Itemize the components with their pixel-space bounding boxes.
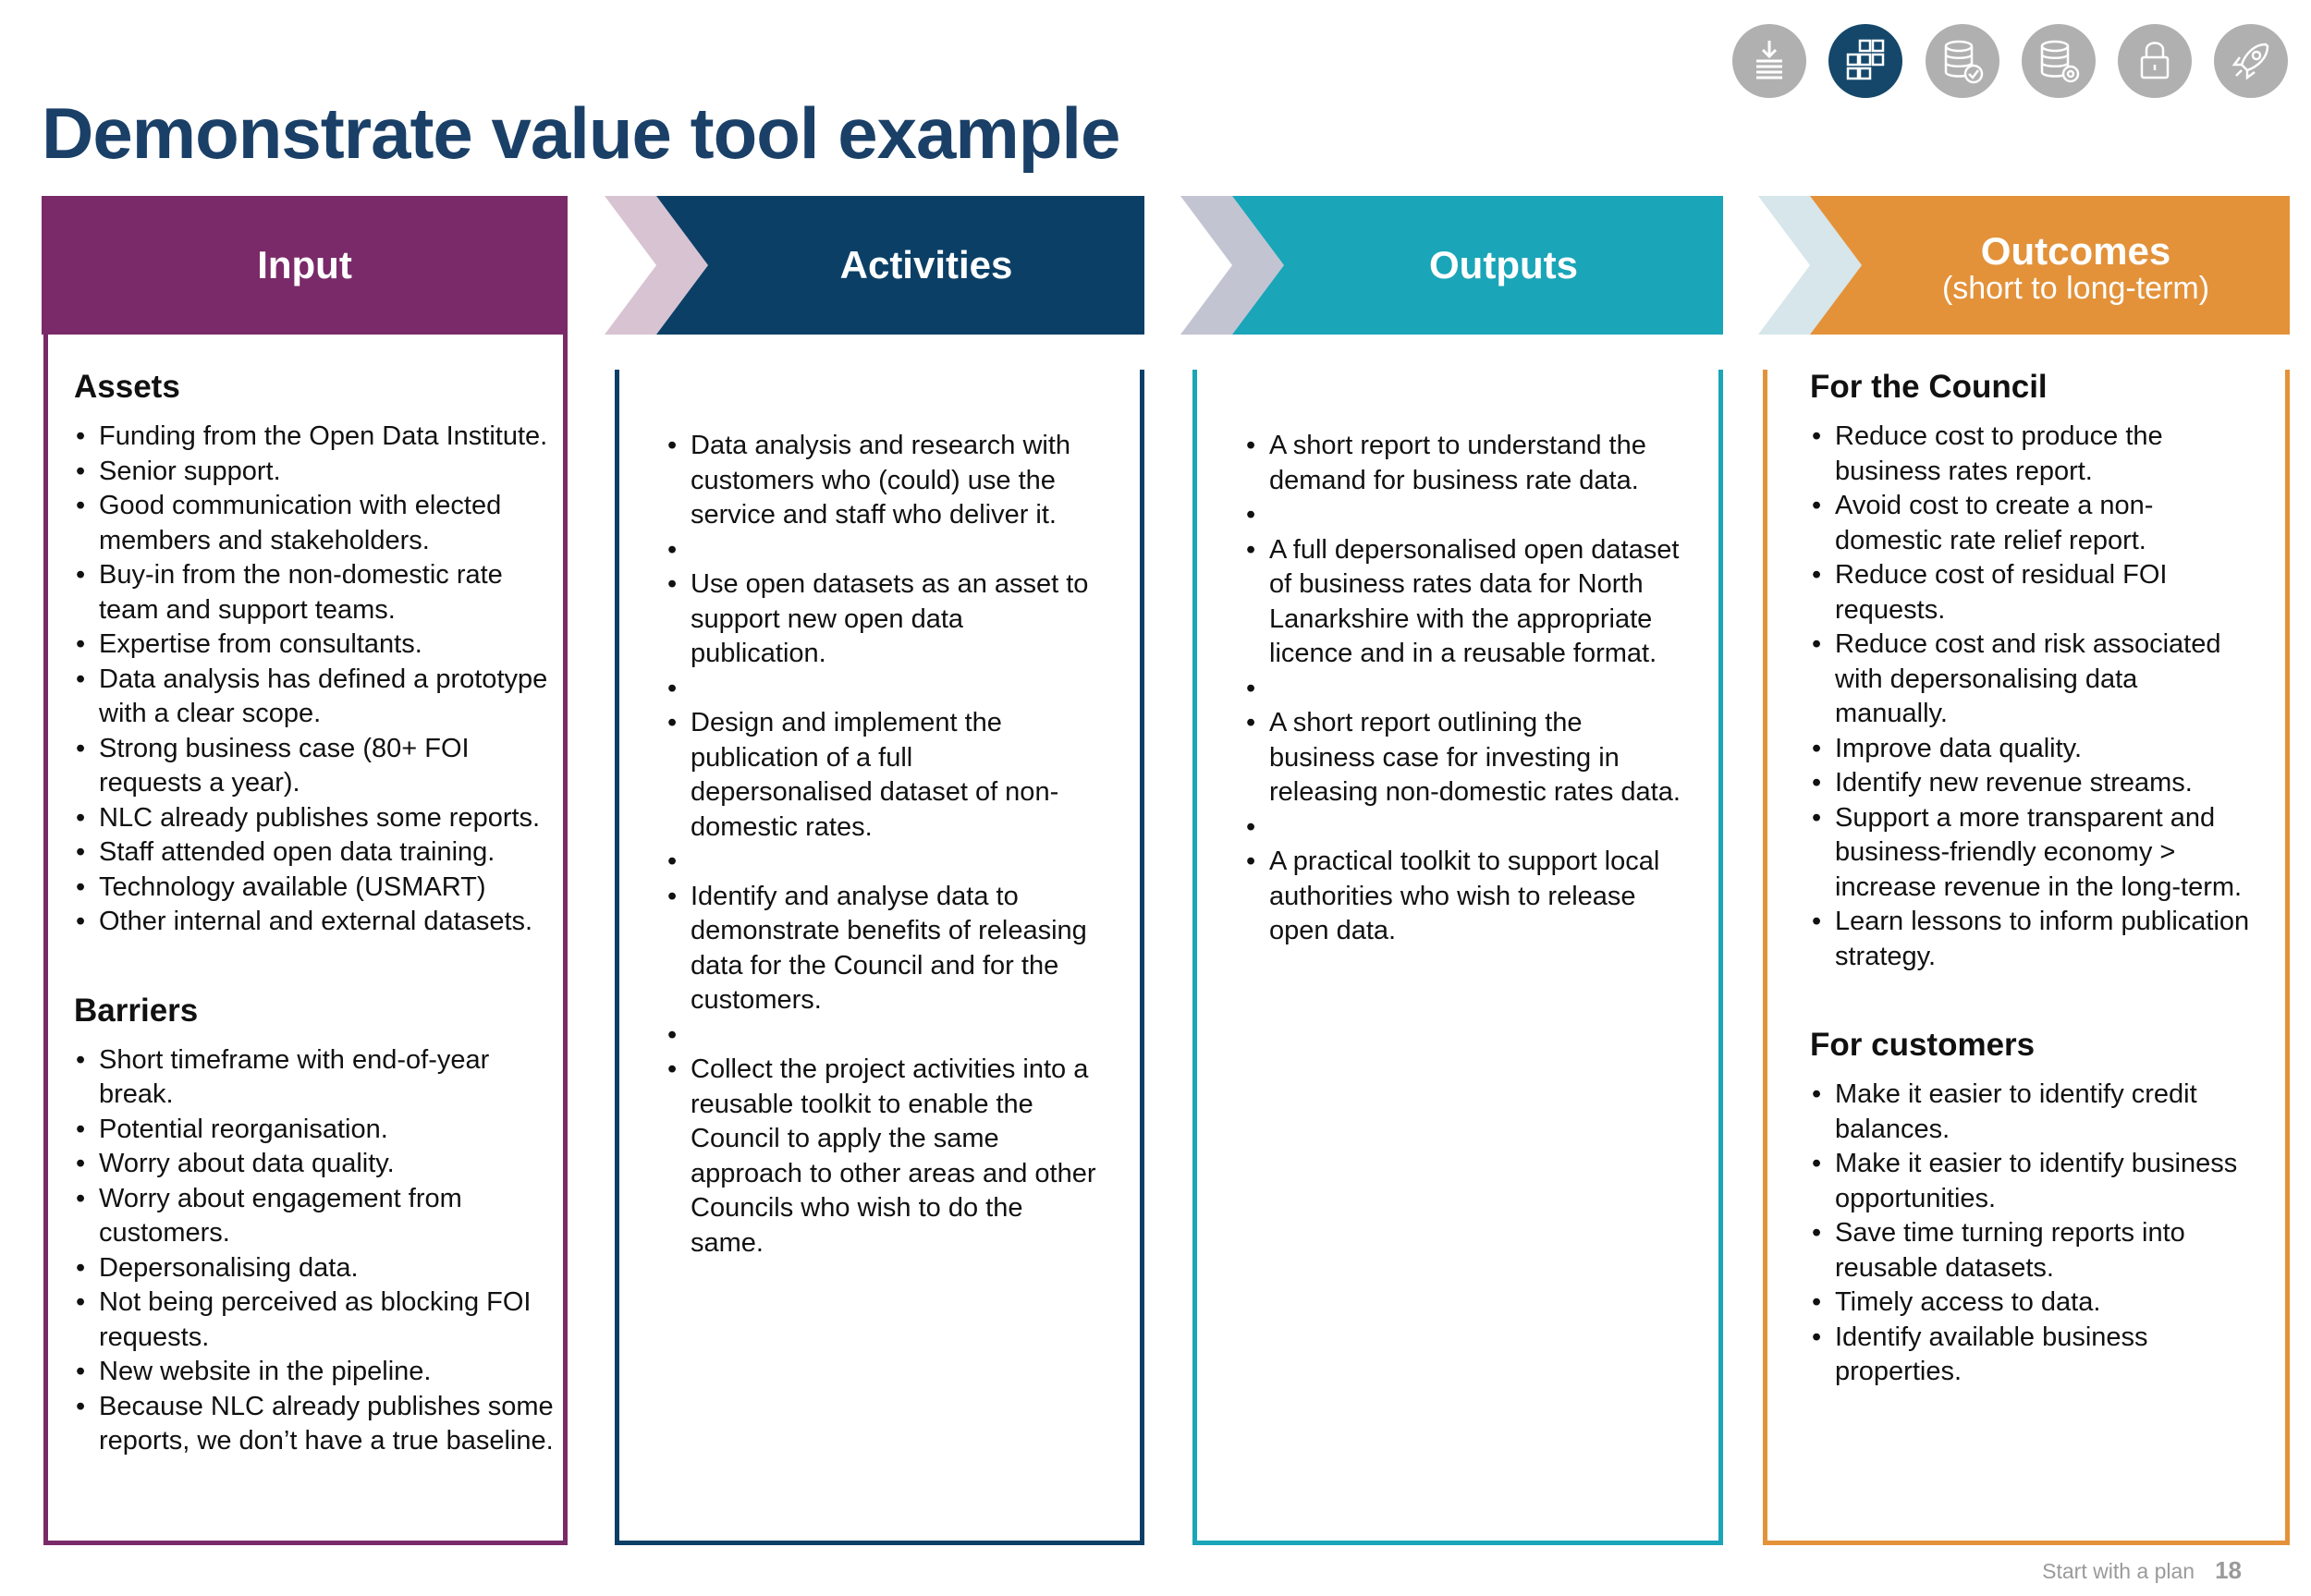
activities-band-shape bbox=[656, 196, 1144, 335]
activities-content: Data analysis and research with customer… bbox=[666, 429, 1100, 1261]
page-title: Demonstrate value tool example bbox=[42, 92, 1120, 174]
list-item: A full depersonalised open dataset of bu… bbox=[1244, 533, 1688, 672]
for-customers-heading: For customers bbox=[1810, 1027, 2036, 1063]
list-item: Strong business case (80+ FOI requests a… bbox=[74, 732, 564, 801]
list-item: Collect the project activities into a re… bbox=[666, 1053, 1100, 1261]
input-content: Assets Funding from the Open Data Instit… bbox=[74, 368, 564, 1459]
outputs-header: Outputs bbox=[1284, 196, 1723, 335]
list-item: Identify and analyse data to demonstrate… bbox=[666, 880, 1100, 1018]
rocket-icon[interactable] bbox=[2214, 24, 2288, 98]
grid-blocks-icon[interactable] bbox=[1828, 24, 1902, 98]
list-item: Avoid cost to create a non-domestic rate… bbox=[1810, 489, 2254, 558]
list-item: Good communication with elected members … bbox=[74, 489, 564, 558]
input-heading: Input bbox=[257, 242, 352, 286]
database-gear-icon[interactable] bbox=[2022, 24, 2096, 98]
list-item: Staff attended open data training. bbox=[74, 835, 564, 871]
list-item: A short report outlining the business ca… bbox=[1244, 706, 1688, 810]
list-item: Data analysis and research with customer… bbox=[666, 429, 1100, 533]
list-item: Worry about data quality. bbox=[74, 1147, 564, 1182]
list-item: Make it easier to identify business oppo… bbox=[1810, 1147, 2254, 1216]
barriers-heading: Barriers bbox=[74, 992, 199, 1029]
activities-header: Activities bbox=[708, 196, 1144, 335]
council-list: Reduce cost to produce the business rate… bbox=[1810, 420, 2254, 974]
list-item: Identify available business properties. bbox=[1810, 1321, 2254, 1390]
list-item: A practical toolkit to support local aut… bbox=[1244, 845, 1688, 949]
footer-label: Start with a plan bbox=[2042, 1559, 2195, 1583]
outputs-content: A short report to understand the demand … bbox=[1244, 429, 1688, 949]
input-band-shape bbox=[42, 196, 568, 335]
list-item: Support a more transparent and business-… bbox=[1810, 801, 2254, 906]
list-item: Improve data quality. bbox=[1810, 732, 2254, 767]
activities-heading: Activities bbox=[839, 242, 1013, 286]
list-item: Learn lessons to inform publication stra… bbox=[1810, 905, 2254, 974]
list-item: Senior support. bbox=[74, 455, 564, 490]
list-item: Depersonalising data. bbox=[74, 1251, 564, 1286]
list-item: Not being perceived as blocking FOI requ… bbox=[74, 1285, 564, 1355]
list-item: Worry about engagement from customers. bbox=[74, 1182, 564, 1251]
outcomes-content: For the Council Reduce cost to produce t… bbox=[1810, 368, 2254, 1390]
list-item: A short report to understand the demand … bbox=[1244, 429, 1688, 498]
list-item: NLC already publishes some reports. bbox=[74, 801, 564, 836]
assets-list: Funding from the Open Data Institute. Se… bbox=[74, 420, 564, 940]
list-item: Short timeframe with end-of-year break. bbox=[74, 1043, 564, 1113]
customers-list: Make it easier to identify credit balanc… bbox=[1810, 1078, 2254, 1390]
list-item: New website in the pipeline. bbox=[74, 1355, 564, 1390]
list-item: Identify new revenue streams. bbox=[1810, 766, 2254, 801]
list-item: Expertise from consultants. bbox=[74, 627, 564, 663]
list-item: Save time turning reports into reusable … bbox=[1810, 1216, 2254, 1285]
list-item: Funding from the Open Data Institute. bbox=[74, 420, 564, 455]
list-item: Technology available (USMART) bbox=[74, 871, 564, 906]
input-header: Input bbox=[42, 196, 568, 335]
header-arrows bbox=[42, 196, 2290, 335]
outcomes-band-shape bbox=[1810, 196, 2290, 335]
list-item: Buy-in from the non-domestic rate team a… bbox=[74, 558, 564, 627]
barriers-list: Short timeframe with end-of-year break. … bbox=[74, 1043, 564, 1459]
list-item: Use open datasets as an asset to support… bbox=[666, 567, 1100, 672]
outputs-heading: Outputs bbox=[1429, 242, 1578, 286]
for-council-heading: For the Council bbox=[1810, 369, 2048, 405]
list-item: Because NLC already publishes some repor… bbox=[74, 1390, 564, 1459]
list-item: Make it easier to identify credit balanc… bbox=[1810, 1078, 2254, 1147]
assets-heading: Assets bbox=[74, 369, 180, 405]
outcomes-heading: Outcomes bbox=[1980, 229, 2171, 274]
activities-list: Data analysis and research with customer… bbox=[666, 429, 1100, 1261]
download-list-icon[interactable] bbox=[1732, 24, 1806, 98]
padlock-icon[interactable] bbox=[2118, 24, 2192, 98]
list-item: Design and implement the publication of … bbox=[666, 706, 1100, 845]
list-item: Timely access to data. bbox=[1810, 1285, 2254, 1321]
outputs-band-shape bbox=[1232, 196, 1723, 335]
outcomes-header: Outcomes (short to long-term) bbox=[1862, 196, 2290, 335]
database-check-icon[interactable] bbox=[1926, 24, 1999, 98]
outputs-list: A short report to understand the demand … bbox=[1244, 429, 1688, 949]
list-item: Reduce cost of residual FOI requests. bbox=[1810, 558, 2254, 627]
list-item: Reduce cost and risk associated with dep… bbox=[1810, 627, 2254, 732]
list-item: Data analysis has defined a prototype wi… bbox=[74, 663, 564, 732]
list-item: Potential reorganisation. bbox=[74, 1113, 564, 1148]
list-item: Reduce cost to produce the business rate… bbox=[1810, 420, 2254, 489]
list-item: Other internal and external datasets. bbox=[74, 905, 564, 940]
footer: Start with a plan 18 bbox=[2042, 1556, 2242, 1585]
outcomes-subheading: (short to long-term) bbox=[1941, 271, 2210, 307]
page-number: 18 bbox=[2215, 1556, 2242, 1584]
